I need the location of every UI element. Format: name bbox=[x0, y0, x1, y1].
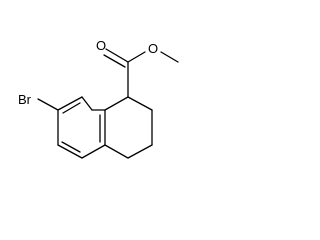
bond-c5-c6-inner bbox=[61, 141, 81, 153]
bond-c1-c2 bbox=[127, 96, 153, 111]
bond-c5-c6 bbox=[57, 144, 83, 159]
bond-c7-c8-inner bbox=[62, 102, 81, 114]
bond-c8-c8a bbox=[81, 96, 93, 111]
bond-carbonyl-oester bbox=[127, 51, 146, 63]
chemical-structure: Br O O bbox=[18, 38, 179, 159]
bond-oester-methyl bbox=[160, 51, 179, 63]
bond-c7-br bbox=[37, 98, 59, 111]
atom-labels: Br O O bbox=[18, 38, 158, 107]
bond-c3-c4 bbox=[127, 144, 153, 159]
bond-c4-c4a bbox=[104, 144, 129, 159]
bond-carbonyl-o-double-a bbox=[105, 48, 129, 63]
bonds bbox=[37, 48, 179, 159]
atom-label-carbonyl-oxygen: O bbox=[96, 38, 106, 53]
atom-label-bromine: Br bbox=[18, 92, 32, 107]
bond-c4a-c5 bbox=[81, 144, 106, 159]
atom-label-ester-oxygen: O bbox=[148, 41, 158, 56]
bond-c8a-c1 bbox=[104, 96, 129, 111]
bond-c7-c8 bbox=[57, 96, 83, 111]
bond-carbonyl-o-double-b bbox=[103, 54, 126, 68]
